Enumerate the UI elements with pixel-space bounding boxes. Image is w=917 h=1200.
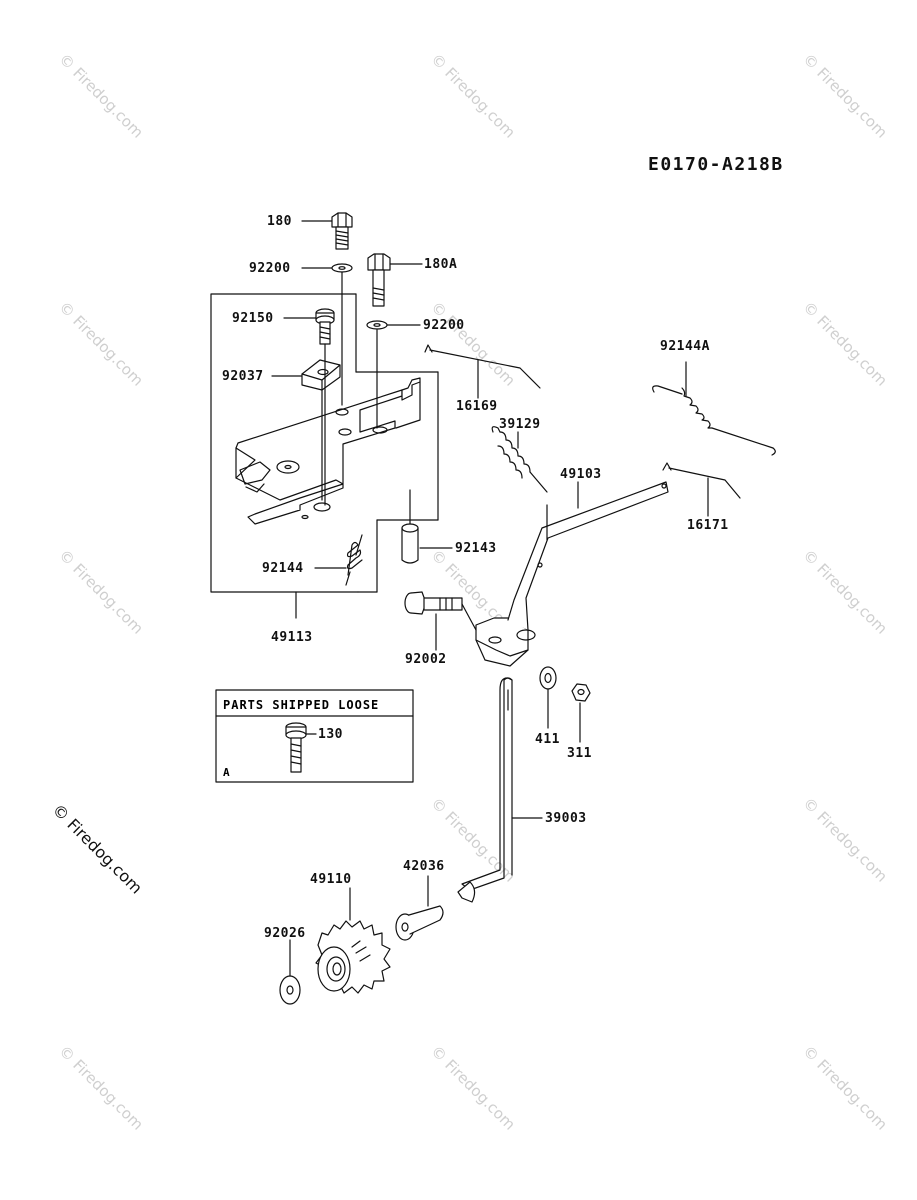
bracket-assembly-frame-49113 [210,293,439,619]
governor-gear-49110 [315,887,391,994]
part-label-49110: 49110 [310,872,352,887]
part-label-180A: 180A [424,257,458,272]
pin-42036 [395,875,444,941]
parts-shipped-loose-key: A [223,766,230,779]
part-label-92200-b: 92200 [423,318,465,333]
part-label-311: 311 [567,746,592,761]
spring-92144 [314,534,363,586]
spring-92144A [652,361,776,456]
clamp-92037 [271,359,341,391]
shaft-39003 [457,677,543,903]
part-label-130: 130 [318,727,343,742]
part-label-16169: 16169 [456,399,498,414]
part-label-42036: 42036 [403,859,445,874]
part-label-39003: 39003 [545,811,587,826]
part-label-16171: 16171 [687,518,729,533]
governor-plate [235,377,421,525]
part-label-92026: 92026 [264,926,306,941]
part-label-49113: 49113 [271,630,313,645]
part-label-92144A: 92144A [660,339,710,354]
link-rod-16171 [662,462,741,517]
part-label-411: 411 [535,732,560,747]
washer-92026 [279,939,301,1005]
parts-shipped-loose-title: PARTS SHIPPED LOOSE [223,698,380,712]
part-label-49103: 49103 [560,467,602,482]
part-label-92143: 92143 [455,541,497,556]
bolt-92002 [404,591,477,651]
parts-shipped-loose-box [215,689,414,783]
bolt-130 [285,722,317,773]
bolt-180A [367,253,423,307]
part-label-92200: 92200 [249,261,291,276]
sleeve-92143 [401,489,453,564]
washer-92200-b [366,320,421,330]
bolt-180 [301,212,353,250]
washer-92200 [301,263,353,273]
part-label-180: 180 [267,214,292,229]
nut-311 [571,683,591,743]
screw-92150 [283,308,335,345]
part-label-92144: 92144 [262,561,304,576]
part-label-92002: 92002 [405,652,447,667]
part-label-92150: 92150 [232,311,274,326]
part-label-92037: 92037 [222,369,264,384]
washer-411 [539,666,557,729]
link-rod-16169 [424,344,541,399]
spring-39129 [491,426,548,493]
part-label-39129: 39129 [499,417,541,432]
governor-arm-49103 [475,481,669,667]
diagram-code: E0170-A218B [648,154,784,175]
